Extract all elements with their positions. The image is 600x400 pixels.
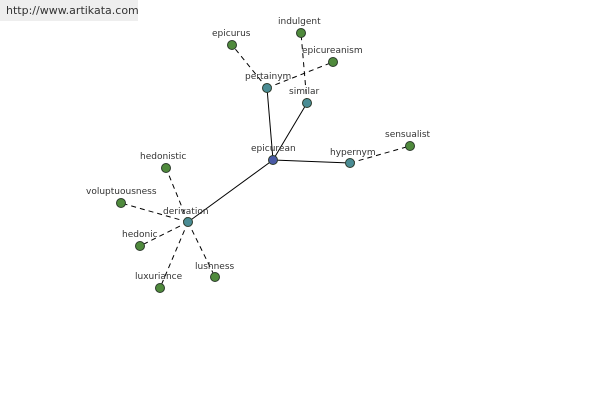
node-indulgent[interactable]	[296, 28, 306, 38]
edge-derivation-luxuriance	[159, 221, 189, 289]
node-label-epicurus: epicurus	[212, 29, 251, 39]
node-label-epicurean: epicurean	[251, 144, 296, 154]
edge-hypernym-sensualist	[349, 145, 411, 164]
node-hypernym[interactable]	[345, 158, 355, 168]
edge-similar-indulgent	[300, 32, 308, 104]
edges-layer	[120, 32, 411, 289]
edge-pertainym-epicurus	[231, 44, 268, 89]
edge-derivation-voluptuousness	[120, 202, 189, 223]
node-sensualist[interactable]	[405, 141, 415, 151]
node-label-hedonic: hedonic	[122, 230, 158, 240]
node-luxuriance[interactable]	[155, 283, 165, 293]
node-label-hypernym: hypernym	[330, 148, 376, 158]
node-label-lushness: lushness	[195, 262, 235, 272]
node-label-derivation: derivation	[163, 207, 209, 217]
node-epicurus[interactable]	[227, 40, 237, 50]
node-epicurean[interactable]	[268, 155, 278, 165]
edge-derivation-lushness	[187, 221, 216, 278]
node-label-voluptuousness: voluptuousness	[86, 187, 157, 197]
edge-derivation-hedonistic	[165, 167, 189, 223]
node-label-indulgent: indulgent	[278, 17, 321, 27]
node-label-epicureanism: epicureanism	[302, 46, 363, 56]
labels-layer: epicurean pertainym similar hypernym derivat…	[86, 17, 431, 282]
node-label-similar: similar	[289, 87, 319, 97]
node-voluptuousness[interactable]	[116, 198, 126, 208]
node-pertainym[interactable]	[262, 83, 272, 93]
node-derivation[interactable]	[183, 217, 193, 227]
nodes-layer	[116, 28, 415, 293]
edge-epicurean-derivation	[187, 159, 274, 223]
node-label-luxuriance: luxuriance	[135, 272, 183, 282]
edge-pertainym-epicureanism	[266, 61, 334, 89]
node-label-sensualist: sensualist	[385, 130, 431, 140]
node-label-hedonistic: hedonistic	[140, 152, 186, 162]
edge-epicurean-hypernym	[272, 159, 351, 164]
node-hedonistic[interactable]	[161, 163, 171, 173]
edge-epicurean-pertainym	[266, 87, 274, 161]
node-lushness[interactable]	[210, 272, 220, 282]
edge-epicurean-similar	[272, 102, 308, 161]
source-url: http://www.artikata.com	[0, 0, 138, 21]
node-epicureanism[interactable]	[328, 57, 338, 67]
node-label-pertainym: pertainym	[245, 72, 291, 82]
node-hedonic[interactable]	[135, 241, 145, 251]
node-similar[interactable]	[302, 98, 312, 108]
